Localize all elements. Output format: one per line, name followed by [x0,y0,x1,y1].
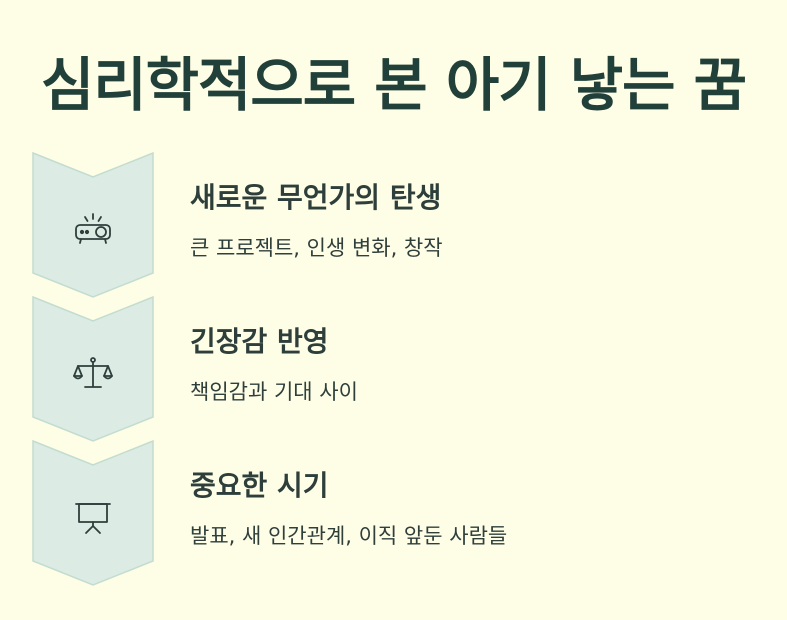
item-description: 큰 프로젝트, 인생 변화, 창작 [190,236,443,260]
item-heading: 새로운 무언가의 탄생 [190,181,442,214]
presentation-board-icon [75,503,111,534]
scale-icon [73,357,113,388]
item-description: 발표, 새 인간관계, 이직 앞둔 사람들 [190,524,508,548]
item-description: 책임감과 기대 사이 [190,380,358,404]
projector-icon [75,213,111,244]
item-heading: 중요한 시기 [190,469,329,502]
list-item: 새로운 무언가의 탄생 큰 프로젝트, 인생 변화, 창작 [0,152,787,298]
page-title: 심리학적으로 본 아기 낳는 꿈 [40,51,747,119]
item-heading: 긴장감 반영 [190,325,329,358]
chevron-shape [32,440,154,586]
list-item: 긴장감 반영 책임감과 기대 사이 [0,296,787,442]
list-item: 중요한 시기 발표, 새 인간관계, 이직 앞둔 사람들 [0,440,787,586]
